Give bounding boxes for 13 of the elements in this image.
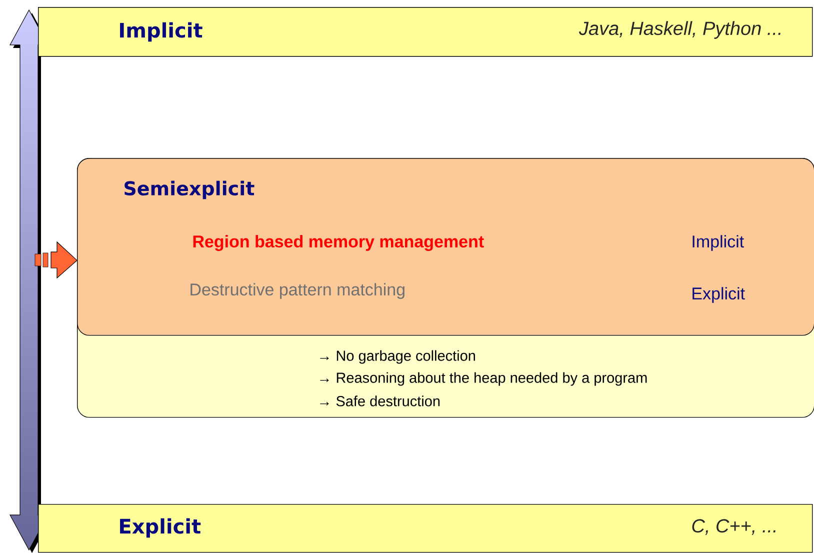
level-heading: Implicit: [120, 22, 202, 42]
technique-name: Region based memory management: [193, 235, 484, 251]
bullet-point: → No garbage collection: [320, 350, 475, 364]
level-label: Explicit: [692, 287, 745, 303]
level-label: Implicit: [692, 235, 744, 251]
level-heading: Explicit: [120, 518, 201, 538]
group-heading: Semiexplicit: [124, 180, 254, 200]
language-list: C, C++, ...: [692, 519, 776, 535]
arrow: [34, 241, 78, 279]
technique-name: Destructive pattern matching: [190, 283, 404, 299]
language-list: Java, Haskell, Python ...: [578, 21, 780, 39]
bullet-point: → Reasoning about the heap needed by a program: [320, 372, 647, 386]
bullet-point: → Safe destruction: [320, 396, 440, 406]
